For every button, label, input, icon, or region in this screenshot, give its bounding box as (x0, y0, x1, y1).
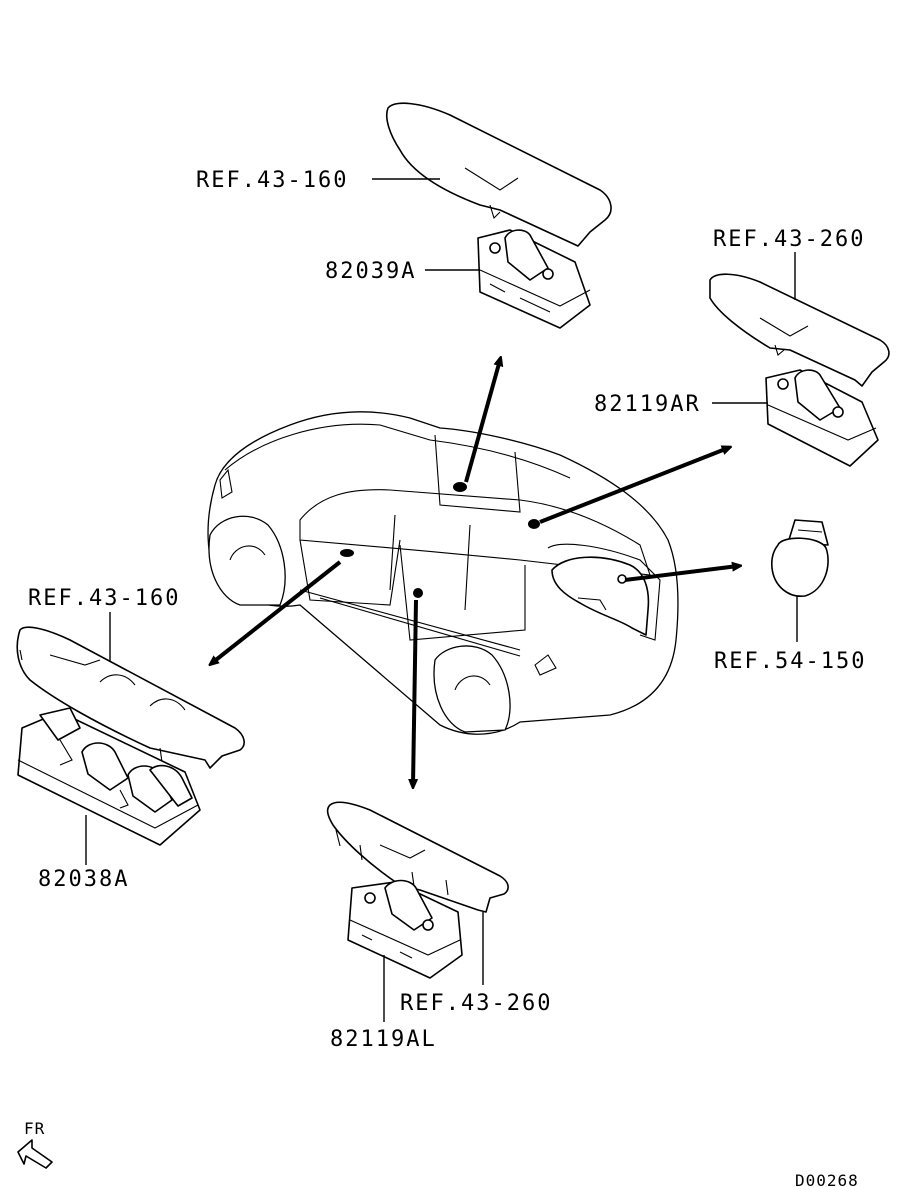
part-number-82039A: 82039A (325, 259, 416, 284)
front-indicator-label: FR (24, 1119, 45, 1138)
part-number-82119AR: 82119AR (594, 392, 701, 417)
ref-label-43-260-bottom: REF.43-260 (400, 991, 552, 1016)
right-door-trim-panel (709, 273, 890, 387)
top-door-trim-panel (385, 102, 612, 247)
switch-82119AL (347, 879, 463, 979)
switch-82039A (477, 229, 591, 329)
lamp-bulb (771, 519, 829, 597)
front-direction-indicator: FR (17, 1119, 53, 1169)
switch-82119AR (765, 369, 879, 467)
ref-label-43-260-right: REF.43-260 (713, 227, 865, 252)
ref-label-43-160-left: REF.43-160 (28, 586, 180, 611)
diagram-code: D00268 (795, 1171, 859, 1187)
location-arrows (212, 360, 738, 785)
ref-label-54-150: REF.54-150 (714, 649, 866, 674)
bottom-door-trim-panel (326, 801, 509, 913)
leader-lines (85, 178, 798, 1022)
ref-label-43-160-top: REF.43-160 (196, 168, 348, 193)
switch-82038A (17, 707, 201, 846)
left-door-trim-panel (16, 626, 245, 769)
vehicle-outline (207, 411, 679, 735)
part-number-82038A: 82038A (38, 867, 129, 892)
front-arrow-icon (17, 1139, 53, 1169)
part-number-82119AL: 82119AL (330, 1027, 437, 1052)
